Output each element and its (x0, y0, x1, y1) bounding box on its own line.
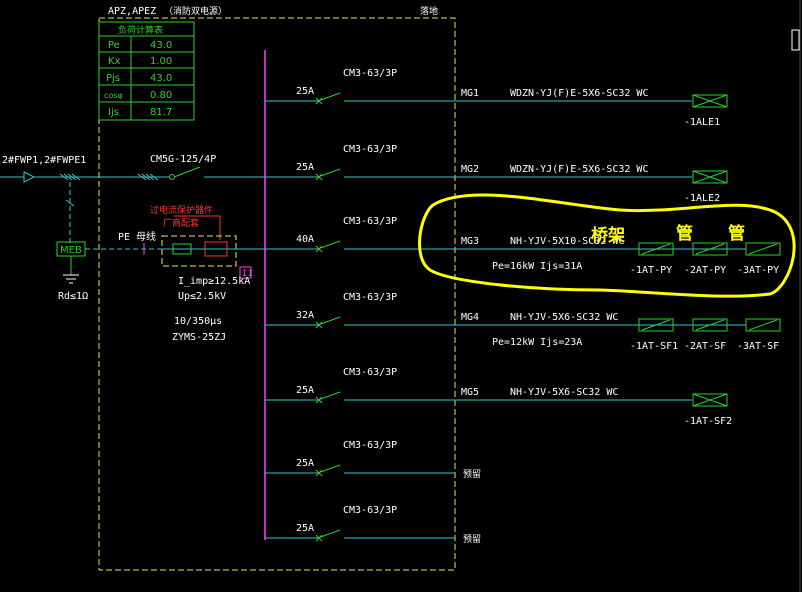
circuit-3-id: MG3 (461, 236, 479, 247)
load-key-cos: cosφ (104, 91, 123, 100)
circuit-5-cable: NH-YJV-5X6-SC32 WC (510, 387, 618, 398)
incoming-source-label: 2#FWP1,2#FWPE1 (2, 155, 86, 166)
circuit-5-breaker-switch (317, 391, 341, 401)
panel-title: APZ,APEZ (108, 6, 156, 17)
load-key-pe: Pe (108, 40, 120, 51)
incoming-arrow-icon (23, 171, 36, 183)
circuit-4-breaker: CM3-63/3P (343, 292, 397, 303)
load-calc-table: 负荷计算表 Pe 43.0 Kx 1.00 Pjs 43.0 cosφ 0.80… (98, 21, 195, 121)
circuit-1-id: MG1 (461, 88, 479, 99)
circuit-2-breaker: CM3-63/3P (343, 144, 397, 155)
load-val-pe: 43.0 (150, 40, 172, 51)
circuit-7-spare: 预留 (463, 533, 481, 545)
panel-frame (98, 17, 456, 571)
circuit-6-spare: 预留 (463, 468, 481, 480)
pe-bus-label: PE 母线 (118, 230, 156, 243)
load-val-cos: 0.80 (150, 90, 172, 101)
circuit-2-breaker-switch (317, 168, 341, 178)
circuit-2-current: 25A (296, 162, 314, 173)
load-key-kx: Kx (108, 56, 121, 67)
meb-label: MEB (60, 245, 82, 256)
circuit-6-breaker: CM3-63/3P (343, 440, 397, 451)
circuit-4-load-2-label: -2AT-SF (684, 341, 726, 352)
circuit-4-load-3-label: -3AT-SF (737, 341, 779, 352)
circuit-5-id: MG5 (461, 387, 479, 398)
spd-device (204, 241, 228, 257)
panel-title-note: （消防双电源） (164, 5, 227, 17)
circuit-4-cable: NH-YJV-5X6-SC32 WC (510, 312, 618, 323)
circuit-1-load-1-label: -1ALE1 (684, 117, 720, 128)
spd-line-1: I_imp≥12.5kA (178, 276, 250, 287)
circuit-5-breaker: CM3-63/3P (343, 367, 397, 378)
load-val-pjs: 43.0 (150, 73, 172, 84)
circuit-6-breaker-switch (317, 464, 341, 474)
circuit-3-load-1-label: -1AT-PY (630, 265, 672, 276)
circuit-3-breaker: CM3-63/3P (343, 216, 397, 227)
circuit-4-breaker-switch (317, 316, 341, 326)
circuit-3-breaker-switch (317, 240, 341, 250)
meb-group: MEB Rd≤1Ω PE 母线 (56, 230, 160, 302)
circuit-3-current: 40A (296, 234, 314, 245)
markup-pipe-1: 管 (676, 223, 693, 244)
spd-tag: I1 (242, 269, 253, 279)
spd-line-2: Up≤2.5kV (178, 291, 226, 302)
spd-subtitle: 厂商配套 (163, 217, 199, 229)
circuit-1-breaker-switch (317, 92, 341, 102)
circuit-4-load-3-box (745, 318, 781, 332)
circuit-3-cable: NH-YJV-5X10-SC32 WC (510, 236, 624, 247)
markup-bridge: 桥架 (591, 225, 625, 246)
markup-pipe-2: 管 (728, 223, 745, 244)
circuit-4-load-1-label: -1AT-SF1 (630, 341, 678, 352)
circuit-5-load-1-box (692, 393, 728, 407)
circuit-7-breaker-switch (317, 529, 341, 539)
circuit-1-cable: WDZN-YJ(F)E-5X6-SC32 WC (510, 88, 648, 99)
main-breaker-switch (173, 166, 201, 178)
circuit-2-load-1-box (692, 170, 728, 184)
load-val-ijs: 81.7 (150, 107, 172, 118)
main-breaker-contact-icon (169, 174, 175, 180)
panel-corner-label: 落地 (420, 5, 438, 17)
circuit-1-current: 25A (296, 86, 314, 97)
circuit-7-current: 25A (296, 523, 314, 534)
markup-annotation: 桥架 管 管 (418, 193, 796, 298)
spd-line-3: 10/350μs (174, 316, 222, 327)
circuit-4-info: Pe=12kW Ijs=23A (492, 337, 582, 348)
circuit-6-current: 25A (296, 458, 314, 469)
circuit-3-info: Pe=16kW Ijs=31A (492, 261, 582, 272)
circuit-4-id: MG4 (461, 312, 479, 323)
spd-fuse (172, 243, 192, 255)
circuit-2-id: MG2 (461, 164, 479, 175)
incoming-feeder: 2#FWP1,2#FWPE1 CM5G-125/4P (0, 154, 265, 245)
spd-line-4: ZYMS-25ZJ (172, 332, 226, 343)
circuit-7-breaker: CM3-63/3P (343, 505, 397, 516)
circuit-1-load-1-box (692, 94, 728, 108)
spd-tag-box (239, 266, 252, 279)
ground-resistance-label: Rd≤1Ω (58, 291, 88, 302)
load-table-header: 负荷计算表 (118, 24, 163, 36)
spd-frame (161, 235, 237, 267)
circuit-3-load-3-box (745, 242, 781, 256)
spd-title: 过电流保护器件 (150, 204, 213, 216)
load-val-kx: 1.00 (150, 56, 172, 67)
markup-circle (418, 193, 796, 298)
circuit-5-current: 25A (296, 385, 314, 396)
circuit-4-current: 32A (296, 310, 314, 321)
circuit-1-breaker: CM3-63/3P (343, 68, 397, 79)
load-key-pjs: Pjs (106, 73, 120, 84)
circuit-5-load-1-label: -1AT-SF2 (684, 416, 732, 427)
spd-group: 过电流保护器件 厂商配套 I1 I_imp≥12.5kA Up≤2.5kV 10… (150, 204, 265, 343)
main-breaker-label: CM5G-125/4P (150, 154, 216, 165)
circuit-2-load-1-label: -1ALE2 (684, 193, 720, 204)
load-key-ijs: Ijs (108, 107, 119, 118)
circuit-3-load-3-label: -3AT-PY (737, 265, 779, 276)
circuit-2-cable: WDZN-YJ(F)E-5X6-SC32 WC (510, 164, 648, 175)
circuit-3-load-2-label: -2AT-PY (684, 265, 726, 276)
